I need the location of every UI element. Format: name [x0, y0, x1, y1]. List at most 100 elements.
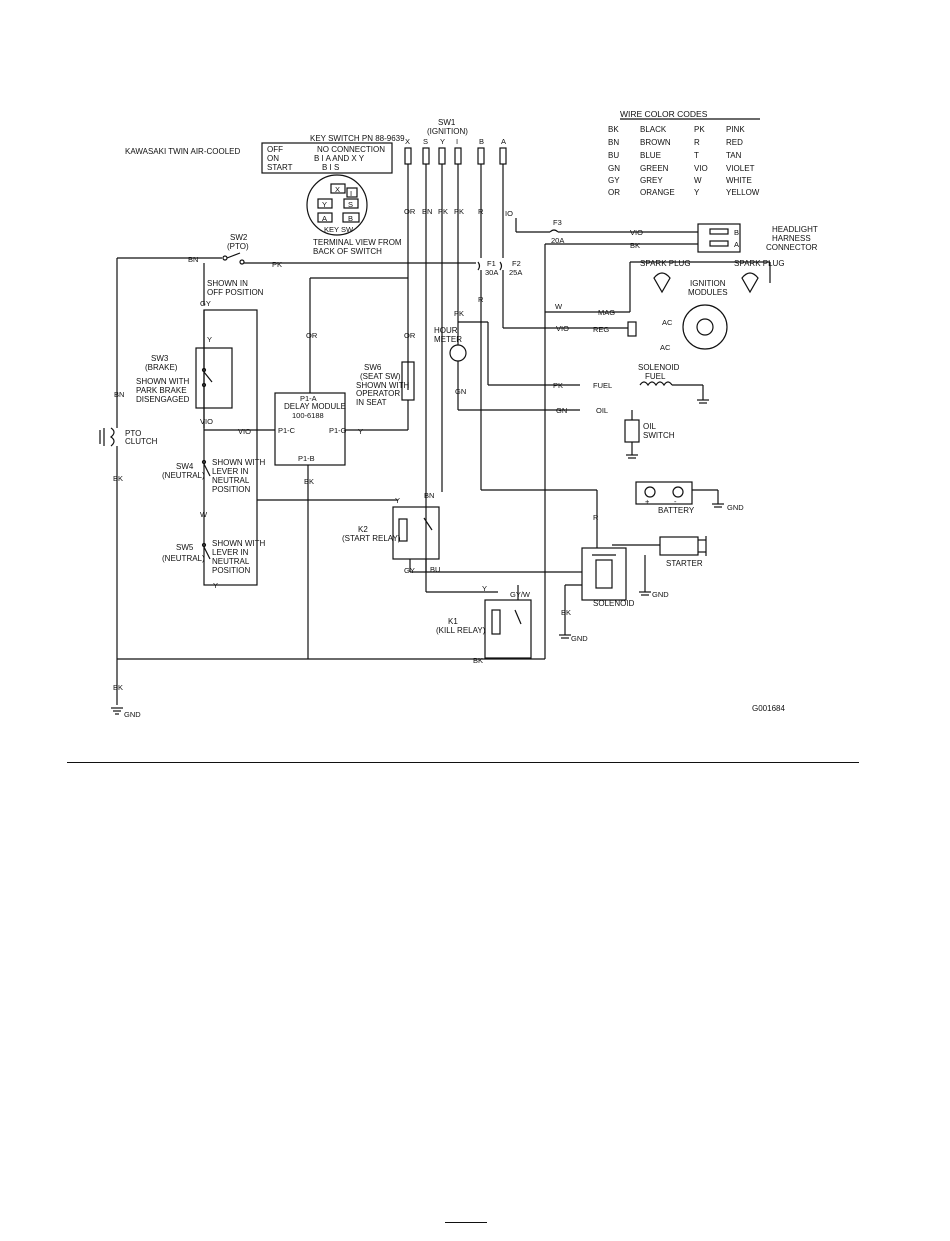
left-bus: BN BK BK BK GND	[111, 258, 545, 719]
svg-text:P1-A: P1-A	[300, 394, 317, 403]
svg-text:VIO: VIO	[238, 427, 251, 436]
svg-text:Y: Y	[207, 335, 212, 344]
svg-text:BN: BN	[424, 491, 434, 500]
fuse-f1: F1	[487, 259, 496, 268]
svg-text:SW5: SW5	[176, 543, 194, 552]
svg-text:W: W	[200, 510, 208, 519]
svg-text:100-6188: 100-6188	[292, 411, 324, 420]
svg-text:POSITION: POSITION	[212, 485, 250, 494]
svg-text:B: B	[479, 137, 484, 146]
svg-text:IO: IO	[505, 209, 513, 218]
svg-text:BK: BK	[113, 683, 123, 692]
fuse-f1-amp: 30A	[485, 268, 498, 277]
svg-text:BN: BN	[188, 255, 198, 264]
terminal-view-note: BACK OF SWITCH	[313, 247, 382, 256]
svg-text:OIL: OIL	[596, 406, 608, 415]
starter: STARTER GND	[612, 536, 707, 599]
legend-color: BROWN	[640, 138, 671, 147]
legend-code: GN	[608, 164, 620, 173]
legend-code: T	[694, 151, 699, 160]
svg-text:SHOWN WITH: SHOWN WITH	[136, 377, 190, 386]
sw1-ignition-switch: SW1 (IGNITION) X S Y I B A	[404, 118, 507, 165]
svg-text:(PTO): (PTO)	[227, 242, 249, 251]
svg-text:IN SEAT: IN SEAT	[356, 398, 387, 407]
svg-text:B: B	[734, 228, 739, 237]
key-conn: B I A AND X Y	[314, 154, 365, 163]
svg-text:BN: BN	[422, 207, 432, 216]
svg-text:BATTERY: BATTERY	[658, 506, 695, 515]
svg-text:P1-G: P1-G	[329, 426, 347, 435]
fuse-f3-amp: 20A	[551, 236, 564, 245]
pto-clutch: PTO CLUTCH	[99, 427, 158, 447]
svg-text:LEVER IN: LEVER IN	[212, 548, 249, 557]
svg-text:BK: BK	[630, 241, 640, 250]
headlight-harness-connector: VIO BK B A HEADLIGHT HARNESS CONNECTOR	[515, 218, 818, 253]
svg-text:SPARK PLUG: SPARK PLUG	[734, 259, 785, 268]
svg-text:VIO: VIO	[200, 417, 213, 426]
legend-code: PK	[694, 125, 705, 134]
svg-text:PK: PK	[454, 207, 464, 216]
sw1-sub: (IGNITION)	[427, 127, 468, 136]
svg-text:AC: AC	[660, 343, 671, 352]
svg-text:CONNECTOR: CONNECTOR	[766, 243, 818, 252]
legend-color: YELLOW	[726, 188, 760, 197]
legend-color: RED	[726, 138, 743, 147]
engine-label: KAWASAKI TWIN AIR-COOLED	[125, 147, 241, 156]
svg-text:OR: OR	[404, 331, 416, 340]
svg-text:W: W	[555, 302, 563, 311]
key-switch-title: KEY SWITCH PN 88-9639	[310, 134, 405, 143]
svg-text:METER: METER	[434, 335, 462, 344]
svg-text:SPARK PLUG: SPARK PLUG	[640, 259, 691, 268]
svg-text:(NEUTRAL): (NEUTRAL)	[162, 471, 205, 480]
svg-text:BK: BK	[561, 608, 571, 617]
svg-text:P1-B: P1-B	[298, 454, 315, 463]
legend-color: BLACK	[640, 125, 667, 134]
key-conn: B I S	[322, 163, 339, 172]
svg-text:REG: REG	[593, 325, 609, 334]
svg-text:SWITCH: SWITCH	[643, 431, 675, 440]
svg-text:PK: PK	[272, 260, 282, 269]
sw1-label: SW1	[438, 118, 456, 127]
solenoid: SOLENOID BK GND	[559, 547, 635, 643]
legend-code: BU	[608, 151, 619, 160]
svg-text:+: +	[645, 497, 650, 506]
battery: + - BATTERY R GND	[481, 481, 744, 548]
svg-text:SHOWN WITH: SHOWN WITH	[212, 458, 266, 467]
legend-color: BLUE	[640, 151, 661, 160]
svg-text:X: X	[335, 185, 340, 194]
hour-meter: HOUR METER GN PK	[434, 309, 580, 411]
legend-code: Y	[694, 188, 700, 197]
svg-text:PK: PK	[438, 207, 448, 216]
svg-text:OFF POSITION: OFF POSITION	[207, 288, 264, 297]
legend-color: PINK	[726, 125, 745, 134]
svg-text:(NEUTRAL): (NEUTRAL)	[162, 554, 205, 563]
svg-text:IGNITION: IGNITION	[690, 279, 726, 288]
svg-text:HOUR: HOUR	[434, 326, 458, 335]
svg-text:R: R	[593, 513, 599, 522]
svg-text:Y: Y	[482, 584, 487, 593]
svg-text:PK: PK	[553, 381, 563, 390]
key-conn: NO CONNECTION	[317, 145, 385, 154]
legend-code: W	[694, 176, 702, 185]
svg-text:SHOWN WITH: SHOWN WITH	[356, 381, 410, 390]
fuse-f3: F3	[553, 218, 562, 227]
section-divider	[67, 762, 859, 763]
svg-text:GN: GN	[455, 387, 466, 396]
svg-text:(KILL RELAY): (KILL RELAY)	[436, 626, 486, 635]
terminal-view-note: TERMINAL VIEW FROM	[313, 238, 402, 247]
legend-color: GREEN	[640, 164, 669, 173]
svg-text:K1: K1	[448, 617, 458, 626]
legend-code: VIO	[694, 164, 708, 173]
svg-text:NEUTRAL: NEUTRAL	[212, 476, 250, 485]
svg-text:SW6: SW6	[364, 363, 382, 372]
svg-text:P1-C: P1-C	[278, 426, 296, 435]
svg-text:GN: GN	[556, 406, 567, 415]
svg-text:PARK BRAKE: PARK BRAKE	[136, 386, 187, 395]
svg-text:Y: Y	[395, 496, 400, 505]
svg-text:Y: Y	[358, 427, 363, 436]
svg-text:PK: PK	[454, 309, 464, 318]
svg-text:S: S	[423, 137, 428, 146]
svg-text:PTO: PTO	[125, 429, 141, 438]
svg-text:VIO: VIO	[556, 324, 569, 333]
